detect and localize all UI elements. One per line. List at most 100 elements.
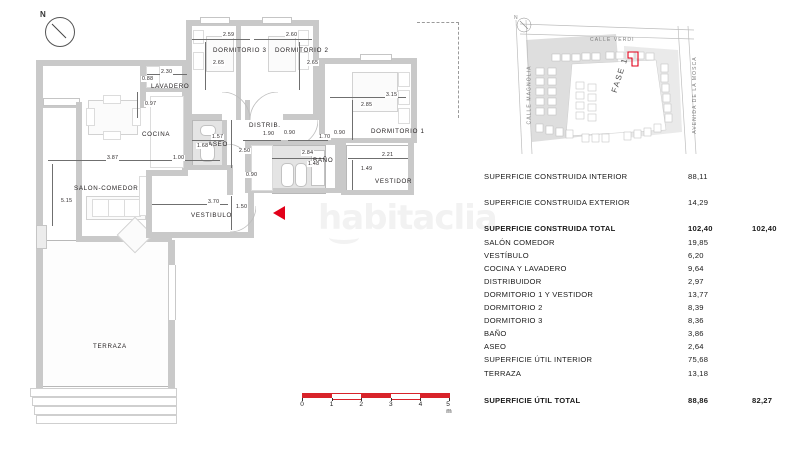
vestibulo-bottom-wall <box>146 232 254 238</box>
row-label: DORMITORIO 2 <box>484 303 543 312</box>
dim-line <box>272 158 324 159</box>
d2-nightstand <box>298 30 309 46</box>
aseo-left-wall <box>186 120 192 168</box>
dim-line <box>330 97 406 98</box>
d3-wardrobe <box>193 52 204 70</box>
salon-window <box>43 98 80 106</box>
row-value-secondary: 102,40 <box>752 224 777 233</box>
dim-line <box>352 100 353 140</box>
lavadero-bottom-wall <box>140 88 188 92</box>
floor-plan-panel: N <box>30 10 498 428</box>
dimension-label: 2.65 <box>212 60 226 66</box>
row-value-secondary: 82,27 <box>752 396 773 405</box>
row-label: SUPERFICIE ÚTIL INTERIOR <box>484 355 593 364</box>
terrace-steps <box>30 386 177 428</box>
aseo-right-wall <box>222 120 227 168</box>
room-label: VESTIBULO <box>191 212 233 219</box>
dim-line <box>288 140 328 141</box>
dimension-label: 1.50 <box>235 204 249 210</box>
row-label: SUPERFICIE ÚTIL TOTAL <box>484 396 581 405</box>
scale-tick-label: 0 <box>300 401 304 408</box>
room-label: ASEO <box>208 141 228 148</box>
room-label: SALON-COMEDOR <box>74 185 139 192</box>
watermark-swoosh-icon <box>329 231 359 244</box>
row-value: 75,68 <box>688 355 709 364</box>
dim-line <box>192 140 224 141</box>
dim-line <box>137 92 138 118</box>
dining-chair <box>86 108 95 126</box>
dim-line <box>182 160 220 161</box>
row-label: SUPERFICIE CONSTRUIDA EXTERIOR <box>484 198 630 207</box>
door-swing-d2-icon <box>250 92 279 120</box>
dim-line <box>243 140 281 141</box>
dimension-label: 1.49 <box>360 166 374 172</box>
bathtub <box>311 150 325 186</box>
salon-left-wall <box>36 60 43 242</box>
row-label: SUPERFICIE CONSTRUIDA TOTAL <box>484 224 616 233</box>
entrance-door-swing-icon <box>230 206 256 232</box>
bano-bidet <box>295 163 307 187</box>
room-label: TERRAZA <box>93 343 127 350</box>
dim-line <box>231 196 232 230</box>
dim-line <box>348 158 408 159</box>
vestidor-left-wall <box>341 143 346 193</box>
plan-outline-dash <box>458 22 459 118</box>
lavadero-top-wall <box>140 60 188 66</box>
sofa-cushion <box>92 199 109 217</box>
plan-outline-dash <box>417 22 459 23</box>
room-label: BAÑO <box>313 157 334 164</box>
dim-line <box>231 120 232 168</box>
dimension-label: 2.21 <box>381 152 395 158</box>
bano-left-wall <box>245 140 251 192</box>
row-label: DORMITORIO 3 <box>484 316 543 325</box>
d3-nightstand <box>193 30 204 44</box>
sofa-cushion <box>108 199 125 217</box>
row-value: 102,40 <box>688 224 713 233</box>
row-value: 13,18 <box>688 369 709 378</box>
salon-top-wall <box>36 60 146 66</box>
aseo-bottom-wall <box>186 165 227 170</box>
north-label: N <box>40 10 46 19</box>
bano-right-wall <box>335 140 341 193</box>
room-label: DORMITORIO 1 <box>371 128 425 135</box>
dim-line <box>152 204 228 205</box>
d3-left-wall <box>186 20 192 120</box>
dimension-label: 1.90 <box>262 131 276 137</box>
terrace-left-wall <box>36 240 43 388</box>
d1-window <box>360 54 392 61</box>
info-panel: CALLE VERDI CALLE MAGNOLIA AVENIDA DE LA… <box>484 0 800 450</box>
vestidor-room <box>346 145 410 193</box>
vestidor-bottom-wall <box>341 190 414 195</box>
aseo-sink <box>200 125 216 136</box>
site-map: CALLE VERDI CALLE MAGNOLIA AVENIDA DE LA… <box>506 12 698 160</box>
row-value: 13,77 <box>688 290 709 299</box>
vestibulo-left-wall <box>146 176 152 238</box>
dimension-label: 0.90 <box>283 130 297 136</box>
d1-left-wall <box>319 58 325 138</box>
dimension-label: 1.70 <box>318 134 332 140</box>
row-value: 8,39 <box>688 303 704 312</box>
dimension-label: 0.88 <box>141 76 155 82</box>
dimension-label: 2.85 <box>360 102 374 108</box>
scale-tick-label: 4 <box>418 401 423 408</box>
dimension-label: 5.15 <box>60 198 74 204</box>
kitchen-right-wall <box>182 60 188 175</box>
row-value: 6,20 <box>688 251 704 260</box>
dining-table <box>88 100 138 135</box>
scale-tick-label: 5 m <box>446 401 452 415</box>
d3-window <box>200 17 230 24</box>
dimension-label: 2.84 <box>301 150 315 156</box>
table-row: SUPERFICIE ÚTIL INTERIOR 75,68 <box>484 355 800 366</box>
room-label: DORMITORIO 2 <box>275 47 329 54</box>
vestidor-right-wall <box>408 143 414 195</box>
d1-top-wall <box>319 58 417 64</box>
dimension-label: 3.70 <box>207 199 221 205</box>
dining-chair <box>103 131 121 140</box>
distrib-wall-left <box>186 114 222 120</box>
